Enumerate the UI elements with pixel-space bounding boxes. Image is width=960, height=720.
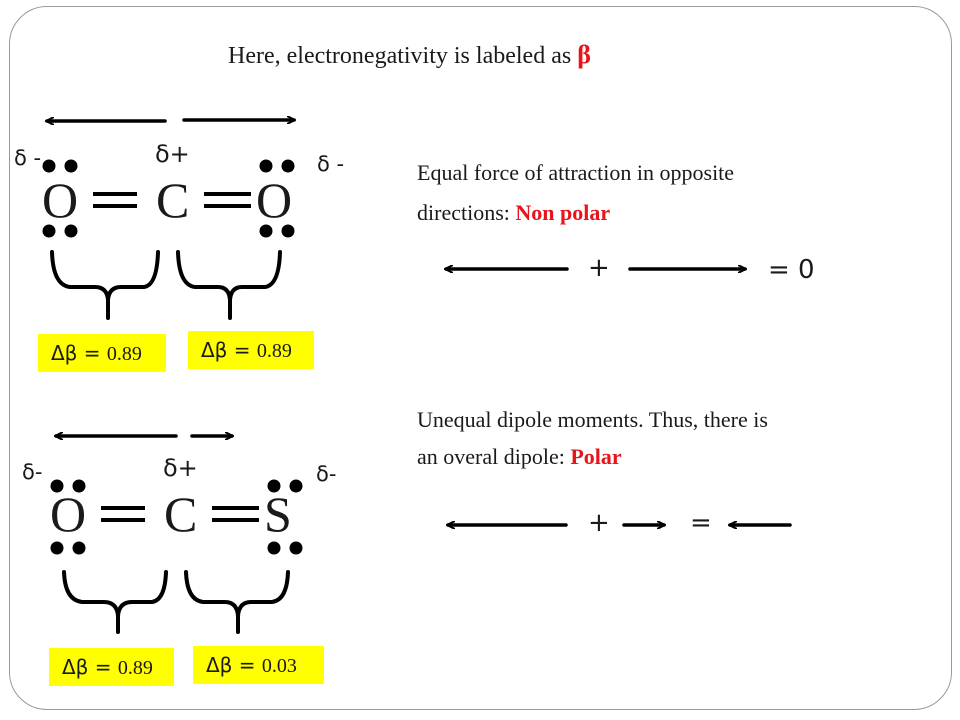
m2-left-delta-label: Δβ = — [62, 655, 118, 679]
m1-center-atom: C — [156, 172, 190, 228]
lone-pair-dot — [64, 224, 78, 238]
m2-right-charge: δ- — [316, 462, 337, 486]
m2-left-delta-box: Δβ = 0.89 — [49, 648, 174, 686]
lone-pair-dot — [42, 159, 56, 173]
lone-pair-dot — [50, 479, 64, 493]
equation2-plus: + — [588, 508, 610, 538]
explanation1-line2: directions: Non polar — [417, 196, 610, 230]
lone-pair-dot — [64, 159, 78, 173]
beta-symbol: β — [577, 40, 591, 69]
m1-brace-right — [176, 250, 282, 320]
explanation2-prefix: an overal dipole: — [417, 444, 571, 469]
m1-right-charge: δ - — [317, 152, 345, 176]
explanation1-prefix: directions: — [417, 200, 516, 225]
explanation2-line1: Unequal dipole moments. Thus, there is — [417, 407, 768, 432]
m2-center-atom: C — [164, 486, 198, 542]
title-text: Here, electronegativity is labeled as — [228, 43, 578, 69]
lone-pair-dot — [72, 541, 86, 555]
lone-pair-dot — [72, 479, 86, 493]
m2-brace-left — [62, 570, 168, 634]
m1-center-charge: δ+ — [155, 140, 190, 168]
m1-right-atom: O — [256, 172, 293, 228]
m1-right-delta-label: Δβ = — [201, 338, 257, 362]
equation1-plus: + — [588, 253, 610, 283]
lone-pair-dot — [281, 159, 295, 173]
m2-right-delta-label: Δβ = — [206, 653, 262, 677]
lone-pair-dot — [259, 159, 273, 173]
lone-pair-dot — [259, 224, 273, 238]
equation2-equals: = — [690, 508, 712, 538]
m1-brace-left — [50, 250, 160, 320]
lone-pair-dot — [289, 479, 303, 493]
m1-left-atom: O — [42, 172, 79, 228]
m1-right-delta-value: 0.89 — [256, 340, 292, 362]
lone-pair-dot — [50, 541, 64, 555]
m1-left-delta-label: Δβ = — [51, 341, 107, 365]
m2-brace-right — [184, 570, 290, 634]
m1-right-delta-box: Δβ = 0.89 — [188, 331, 314, 369]
lone-pair-dot — [267, 541, 281, 555]
explanation2-line2: an overal dipole: Polar — [417, 440, 622, 474]
m2-left-charge: δ- — [22, 460, 43, 484]
m1-left-delta-box: Δβ = 0.89 — [38, 334, 166, 372]
polar-label: Polar — [570, 444, 622, 469]
m2-left-atom: O — [50, 486, 87, 542]
lone-pair-dot — [281, 224, 295, 238]
m1-left-charge: δ - — [14, 146, 42, 170]
slide-title: Here, electronegativity is labeled as β — [228, 40, 591, 70]
lone-pair-dot — [289, 541, 303, 555]
nonpolar-label: Non polar — [515, 200, 611, 225]
lone-pair-dot — [42, 224, 56, 238]
slide — [9, 6, 952, 710]
m2-center-charge: δ+ — [163, 454, 198, 482]
m1-left-delta-value: 0.89 — [106, 343, 142, 365]
lone-pair-dot — [267, 479, 281, 493]
m2-left-delta-value: 0.89 — [117, 657, 153, 679]
m2-right-atom: S — [264, 486, 292, 542]
explanation1-line1: Equal force of attraction in opposite — [417, 160, 735, 185]
equation1-result: = 0 — [768, 255, 815, 285]
m2-right-delta-box: Δβ = 0.03 — [193, 646, 324, 684]
m2-right-delta-value: 0.03 — [261, 655, 297, 677]
